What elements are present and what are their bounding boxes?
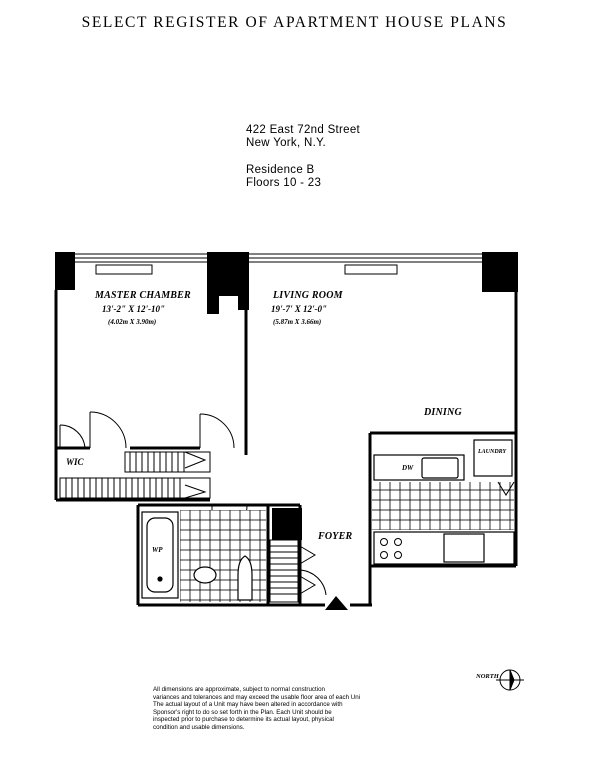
disclaimer: All dimensions are approximate, subject … (153, 686, 403, 732)
master-chamber-label: MASTER CHAMBER (94, 290, 191, 301)
disclaimer-line: Sponsor's right to do so set forth in th… (153, 708, 332, 716)
north-label: NORTH (476, 673, 499, 680)
bathtub (141, 511, 179, 599)
toilet (237, 555, 253, 601)
stove-burners (380, 538, 402, 559)
kitchen-tile (372, 482, 514, 530)
foyer-column (272, 508, 302, 540)
master-chamber-dim: 13'-2" X 12'-10" (102, 304, 165, 314)
master-chamber-metric: (4.02m X 3.90m) (108, 318, 156, 326)
living-room-label: LIVING ROOM (272, 290, 344, 301)
radiator (95, 264, 153, 275)
north-arrow-icon (496, 669, 524, 691)
columns (55, 252, 518, 314)
dishwasher-label: DW (401, 464, 414, 472)
walls (54, 290, 518, 607)
wic-label: WIC (66, 457, 85, 467)
laundry-label: LAUNDRY (477, 449, 508, 455)
living-room-metric: (5.87m X 3.66m) (273, 318, 321, 326)
city: New York, N.Y. (246, 137, 327, 149)
address-block: 422 East 72nd Street New York, N.Y. Resi… (246, 124, 360, 190)
residence-name: Residence B (246, 164, 315, 176)
radiator (344, 264, 398, 275)
disclaimer-line: The actual layout of a Unit may have bee… (153, 701, 343, 709)
street-address: 422 East 72nd Street (246, 124, 361, 136)
disclaimer-line: inspected prior to purchase to determine… (153, 716, 334, 724)
closet-shelves (59, 451, 316, 603)
living-room-dim: 19'-7' X 12'-0" (271, 304, 327, 314)
disclaimer-line: condition and usable dimensions. (153, 723, 245, 731)
floors-range: Floors 10 - 23 (246, 177, 322, 189)
disclaimer-line: variances and tolerances and may exceed … (153, 693, 361, 701)
entry-arrow-icon (325, 596, 348, 610)
dining-label: DINING (423, 407, 462, 418)
page-title: SELECT REGISTER OF APARTMENT HOUSE PLANS (81, 14, 508, 31)
wp-label: WP (152, 546, 163, 554)
bathroom-tile (180, 510, 266, 602)
kitchen-door (497, 481, 515, 496)
foyer-label: FOYER (317, 531, 352, 542)
window-wall (75, 253, 482, 263)
disclaimer-line: All dimensions are approximate, subject … (153, 686, 325, 693)
sink (193, 566, 217, 584)
